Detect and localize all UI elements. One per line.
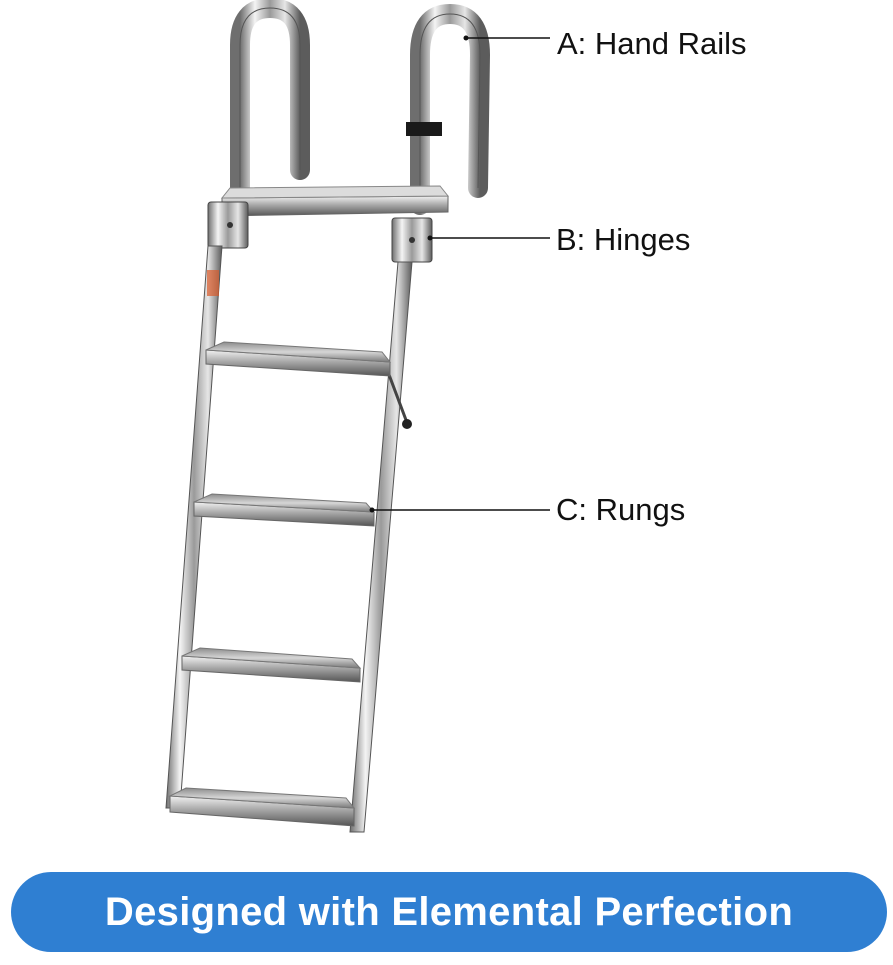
rail-clamp [406, 122, 442, 136]
rungs [168, 341, 392, 827]
rung-4 [168, 787, 356, 827]
release-knob [402, 419, 412, 429]
rung-1 [205, 341, 392, 377]
callout-label-hinges: B: Hinges [556, 222, 691, 257]
side-rails [165, 245, 413, 833]
hinges [207, 201, 433, 263]
hand-rails [230, 0, 491, 215]
rung-2 [193, 493, 376, 527]
warning-sticker [207, 270, 219, 296]
callout-lines [369, 35, 550, 513]
top-platform [220, 185, 450, 217]
callout-label-rungs: C: Rungs [556, 492, 686, 527]
tagline-text: Designed with Elemental Perfection [104, 889, 794, 934]
rung-3 [181, 647, 362, 683]
tagline-banner: Designed with Elemental Perfection [11, 872, 887, 952]
callout-label-hand-rails: A: Hand Rails [557, 26, 747, 61]
